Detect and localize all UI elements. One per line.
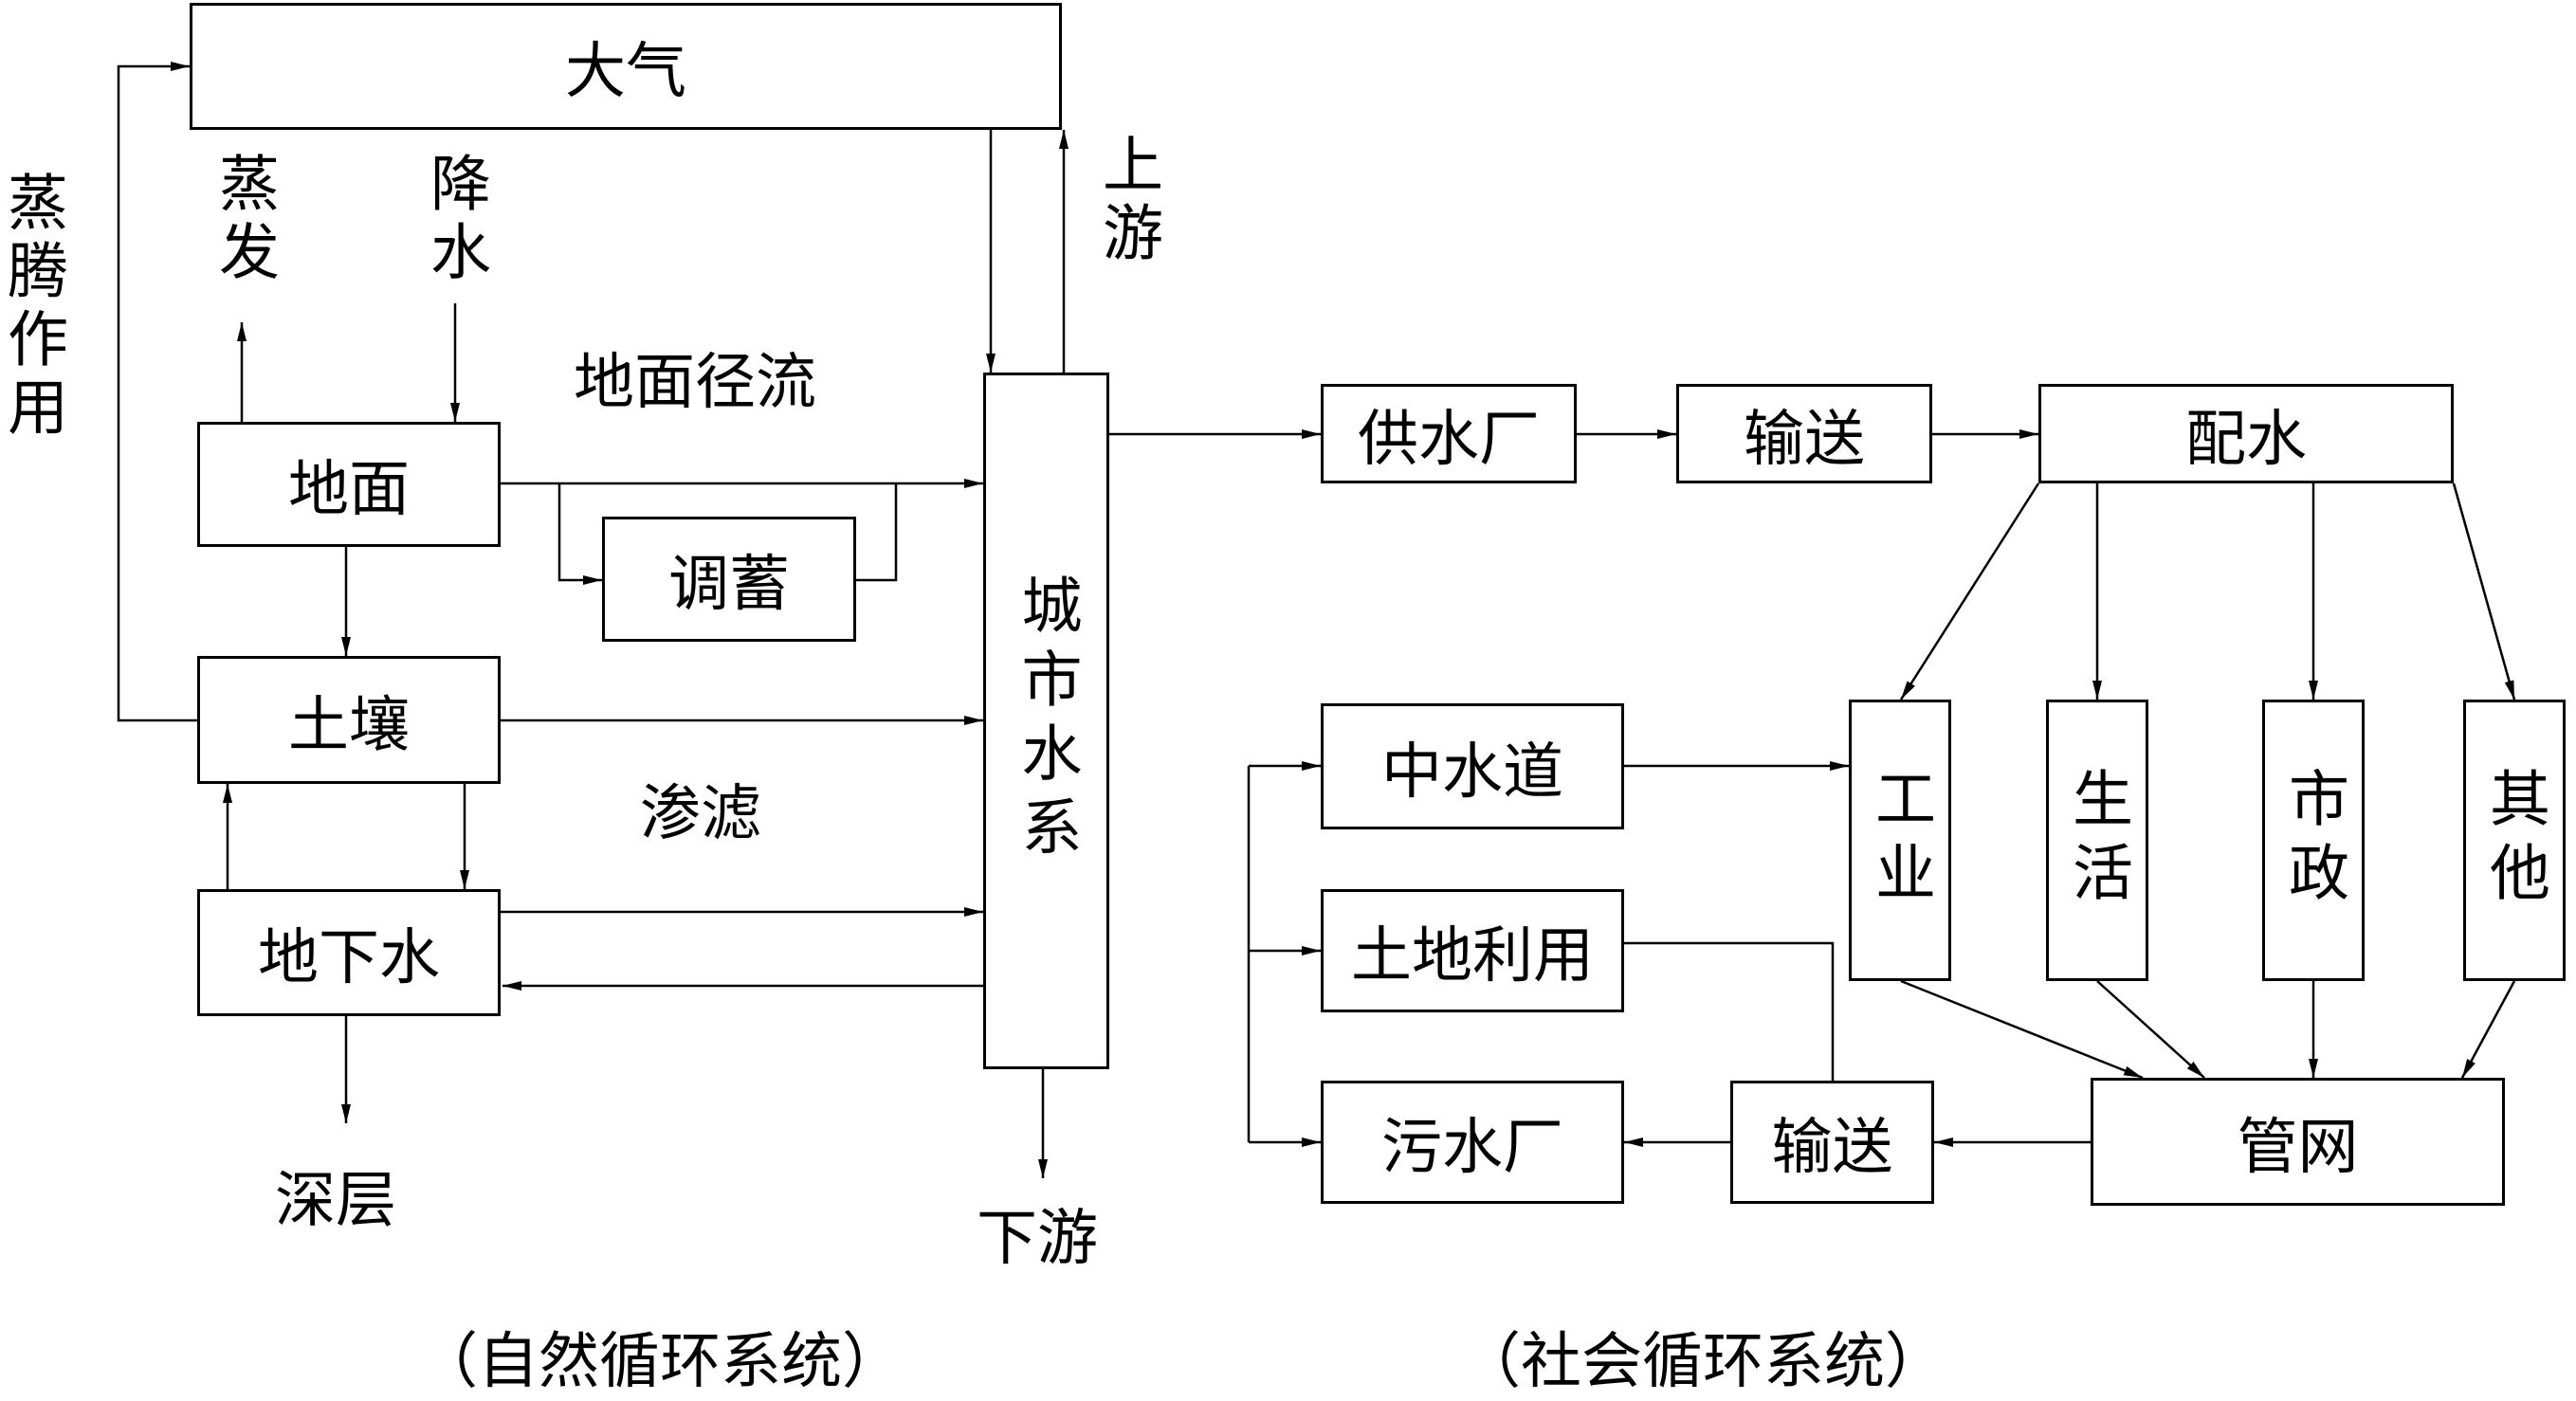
groundwater-box: 地下水 — [197, 889, 501, 1016]
water-plant-box: 供水厂 — [1321, 384, 1577, 483]
atmosphere-label: 大气 — [565, 37, 686, 107]
industry-label: 工业 — [1865, 766, 1935, 915]
land-use-label: 土地利用 — [1351, 921, 1594, 992]
pipe-network-box: 管网 — [2091, 1078, 2505, 1206]
water-plant-label: 供水厂 — [1358, 404, 1540, 475]
municipal-label: 市政 — [2278, 766, 2348, 915]
other-to-pipe-arrow — [2460, 980, 2516, 1079]
domestic-label: 生活 — [2062, 766, 2132, 915]
soil-label: 土壤 — [288, 690, 410, 761]
surface-runoff-label: 地面径流 — [574, 348, 816, 418]
precipitation-label: 降水 — [420, 152, 490, 288]
industry-box: 工业 — [1849, 700, 1951, 981]
sewage-plant-box: 污水厂 — [1321, 1081, 1624, 1204]
groundwater-label: 地下水 — [258, 923, 440, 993]
evapotranspiration-arrow — [117, 62, 199, 722]
downstream-label: 下游 — [977, 1204, 1098, 1274]
distribution-to-industry-arrow — [1899, 482, 2040, 700]
transmission-to-landuse-line — [1623, 941, 1835, 1081]
land-use-box: 土地利用 — [1321, 889, 1624, 1012]
distribution-to-other-arrow — [2452, 482, 2516, 700]
atmosphere-box: 大气 — [190, 3, 1062, 130]
upstream-label: 上游 — [1092, 133, 1162, 269]
reclaimed-water-label: 中水道 — [1381, 737, 1563, 808]
pipe-network-label: 管网 — [2237, 1112, 2359, 1183]
industry-to-pipe-arrow — [1900, 979, 2144, 1080]
storage-box: 调蓄 — [602, 517, 856, 642]
transmission-top-label: 输送 — [1744, 404, 1865, 475]
storage-label: 调蓄 — [668, 550, 790, 620]
ground-to-storage-arrow — [557, 483, 602, 585]
transmission-top-box: 输送 — [1676, 384, 1932, 483]
transmission-bottom-label: 输送 — [1771, 1113, 1893, 1183]
other-box: 其他 — [2463, 700, 2566, 981]
domestic-box: 生活 — [2046, 700, 2148, 981]
transmission-bottom-box: 输送 — [1730, 1081, 1934, 1204]
evaporation-label: 蒸发 — [209, 152, 279, 288]
soil-box: 土壤 — [197, 656, 501, 784]
other-label: 其他 — [2479, 766, 2549, 915]
natural-cycle-caption: （自然循环系统） — [417, 1327, 903, 1397]
distribution-label: 配水 — [2185, 404, 2307, 475]
deep-layer-label: 深层 — [275, 1166, 396, 1236]
sewage-plant-label: 污水厂 — [1381, 1113, 1563, 1183]
domestic-to-pipe-arrow — [2096, 980, 2205, 1079]
ground-box: 地面 — [197, 422, 501, 547]
distribution-box: 配水 — [2038, 384, 2454, 483]
infiltration-label: 渗滤 — [640, 779, 761, 849]
storage-to-runoff-arrow — [853, 483, 898, 582]
urban-water-system-label: 城市水系 — [1011, 573, 1082, 869]
evapotranspiration-label: 蒸腾作用 — [0, 171, 67, 444]
reclaimed-water-box: 中水道 — [1321, 703, 1624, 829]
ground-label: 地面 — [288, 455, 410, 525]
social-cycle-caption: （社会循环系统） — [1460, 1327, 1946, 1397]
urban-water-system-box: 城市水系 — [983, 373, 1109, 1069]
municipal-box: 市政 — [2262, 700, 2365, 981]
